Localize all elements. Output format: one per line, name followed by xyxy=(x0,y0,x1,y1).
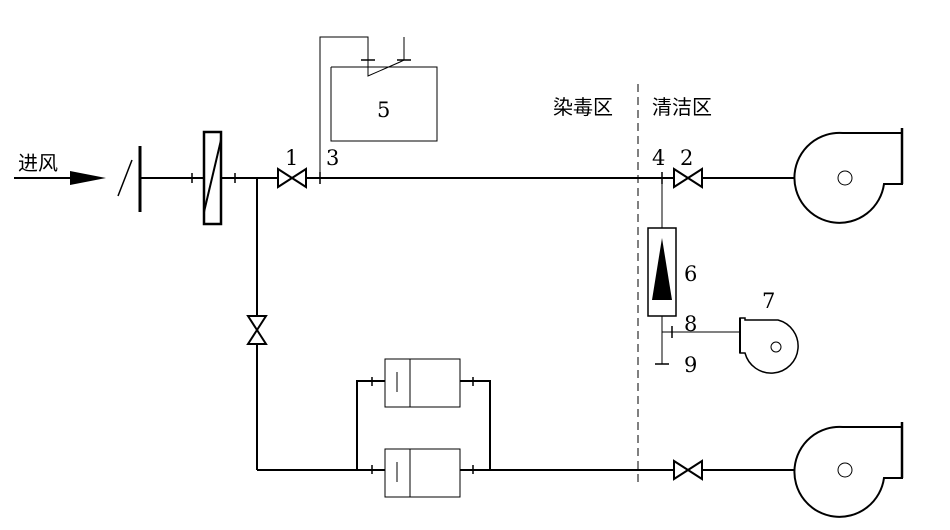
label-7: 7 xyxy=(762,289,775,313)
bottom-valve xyxy=(673,459,703,481)
inlet-label: 进风 xyxy=(18,151,58,175)
small-fan-7 xyxy=(739,317,799,374)
label-4: 4 xyxy=(652,146,665,170)
filter-unit-upper xyxy=(384,358,461,408)
filter-unit-lower xyxy=(384,448,461,498)
bypass-left xyxy=(356,380,385,470)
flowmeter-float xyxy=(652,238,672,300)
valve-1 xyxy=(277,167,307,189)
main-fan-bottom-hub xyxy=(837,462,853,478)
zone-contaminated-label: 染毒区 xyxy=(553,95,613,119)
container-5 xyxy=(330,66,438,142)
branch-valve xyxy=(246,315,268,345)
container-5-inner-tube xyxy=(367,59,405,77)
pre-filter-diagonal xyxy=(203,139,222,213)
zone-clean-label: 清洁区 xyxy=(652,95,712,119)
label-3: 3 xyxy=(326,146,339,170)
main-fan-top xyxy=(793,128,903,224)
label-1: 1 xyxy=(285,146,298,170)
inlet-arrow-head xyxy=(70,171,106,185)
label-8: 8 xyxy=(684,312,697,336)
inlet-damper-blade xyxy=(117,159,133,197)
label-9: 9 xyxy=(684,353,697,377)
small-fan-hub xyxy=(770,341,782,353)
label-2: 2 xyxy=(680,146,693,170)
valve-2 xyxy=(673,167,703,189)
bypass-right xyxy=(460,380,491,470)
label-5: 5 xyxy=(377,98,390,122)
main-fan-top-hub xyxy=(837,170,853,186)
label-6: 6 xyxy=(684,262,697,286)
main-fan-bottom xyxy=(793,422,903,518)
sampling-tube-outer xyxy=(319,36,369,172)
